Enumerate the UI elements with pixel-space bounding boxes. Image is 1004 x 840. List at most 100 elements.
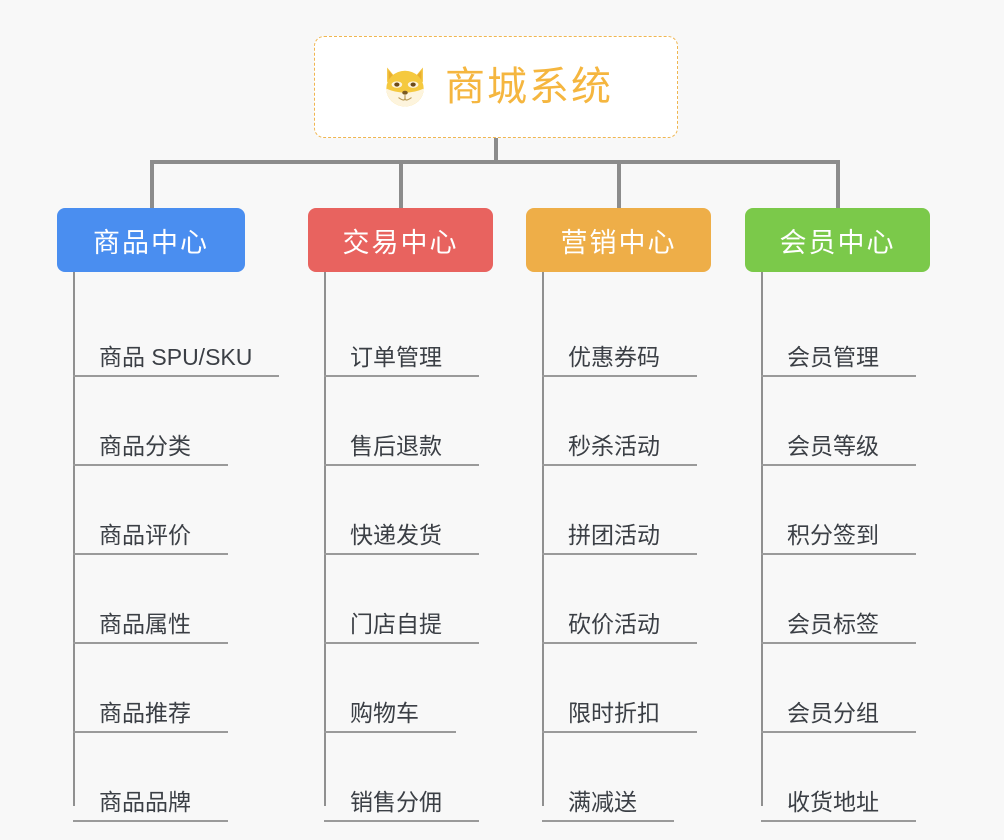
leaf-rule bbox=[73, 642, 228, 644]
category-title-2: 交易中心 bbox=[342, 227, 459, 258]
leaf-list-3: 优惠券码 秒杀活动 拼团活动 砍价活动 限时折扣 满减送 bbox=[526, 272, 726, 822]
leaf-label: 收货地址 bbox=[787, 789, 879, 815]
category-title-4: 会员中心 bbox=[779, 227, 896, 258]
leaf-item[interactable]: 秒杀活动 bbox=[526, 377, 726, 466]
leaf-label: 购物车 bbox=[350, 700, 419, 726]
category-title-1: 商品中心 bbox=[93, 227, 209, 258]
leaf-rule bbox=[542, 820, 674, 822]
leaf-rule bbox=[761, 820, 916, 822]
leaf-item[interactable]: 快递发货 bbox=[308, 466, 508, 555]
leaf-rule bbox=[324, 464, 479, 466]
leaf-rule bbox=[542, 553, 697, 555]
leaf-label: 优惠券码 bbox=[568, 344, 660, 370]
leaf-list-4: 会员管理 会员等级 积分签到 会员标签 会员分组 收货地址 bbox=[745, 272, 945, 822]
leaf-label: 满减送 bbox=[568, 789, 637, 815]
leaf-item[interactable]: 商品属性 bbox=[57, 555, 275, 644]
category-column-1: 商品中心 商品 SPU/SKU 商品分类 商品评价 商品属性 商品推荐 bbox=[57, 208, 279, 822]
leaf-rule bbox=[542, 642, 697, 644]
column-spine-2 bbox=[324, 272, 326, 806]
leaf-item[interactable]: 销售分佣 bbox=[308, 733, 508, 822]
leaf-label: 商品分类 bbox=[99, 433, 191, 459]
leaf-label: 商品属性 bbox=[99, 611, 191, 637]
leaf-label: 订单管理 bbox=[350, 344, 442, 370]
leaf-rule bbox=[324, 553, 479, 555]
leaf-label: 会员管理 bbox=[787, 344, 879, 370]
leaf-rule bbox=[73, 464, 228, 466]
column-spine-3 bbox=[542, 272, 544, 806]
leaf-rule bbox=[324, 642, 479, 644]
leaf-label: 商品评价 bbox=[99, 522, 191, 548]
connector-drop-1 bbox=[150, 160, 154, 208]
leaf-rule bbox=[73, 731, 228, 733]
category-column-2: 交易中心 订单管理 售后退款 快递发货 门店自提 购物车 bbox=[308, 208, 508, 822]
leaf-item[interactable]: 售后退款 bbox=[308, 377, 508, 466]
leaf-rule bbox=[761, 375, 916, 377]
category-header-3[interactable]: 营销中心 bbox=[526, 208, 711, 272]
leaf-rule bbox=[761, 464, 916, 466]
leaf-label: 拼团活动 bbox=[568, 522, 660, 548]
leaf-label: 砍价活动 bbox=[568, 611, 660, 637]
leaf-item[interactable]: 购物车 bbox=[308, 644, 508, 733]
leaf-item[interactable]: 商品推荐 bbox=[57, 644, 275, 733]
leaf-rule bbox=[324, 820, 479, 822]
leaf-item[interactable]: 会员标签 bbox=[745, 555, 945, 644]
leaf-list-2: 订单管理 售后退款 快递发货 门店自提 购物车 销售分佣 bbox=[308, 272, 508, 822]
connector-root-stem bbox=[494, 138, 498, 162]
leaf-item[interactable]: 商品品牌 bbox=[57, 733, 275, 822]
leaf-label: 售后退款 bbox=[350, 433, 442, 459]
category-title-3: 营销中心 bbox=[560, 227, 677, 258]
leaf-rule bbox=[73, 375, 279, 377]
leaf-rule bbox=[761, 642, 916, 644]
leaf-label: 门店自提 bbox=[350, 611, 442, 637]
shiba-dog-face-icon bbox=[386, 67, 424, 107]
leaf-rule bbox=[324, 731, 456, 733]
leaf-label: 限时折扣 bbox=[568, 700, 660, 726]
category-header-2[interactable]: 交易中心 bbox=[308, 208, 493, 272]
leaf-rule bbox=[542, 731, 697, 733]
leaf-rule bbox=[73, 553, 228, 555]
leaf-item[interactable]: 商品分类 bbox=[57, 377, 275, 466]
leaf-item[interactable]: 商品评价 bbox=[57, 466, 275, 555]
column-spine-1 bbox=[73, 272, 75, 806]
leaf-item[interactable]: 收货地址 bbox=[745, 733, 945, 822]
leaf-item[interactable]: 满减送 bbox=[526, 733, 726, 822]
connector-drop-2 bbox=[399, 160, 403, 208]
leaf-rule bbox=[73, 820, 228, 822]
leaf-label: 商品品牌 bbox=[99, 789, 191, 815]
leaf-label: 会员等级 bbox=[787, 433, 879, 459]
leaf-item[interactable]: 会员分组 bbox=[745, 644, 945, 733]
category-column-4: 会员中心 会员管理 会员等级 积分签到 会员标签 会员分组 bbox=[745, 208, 945, 822]
leaf-label: 秒杀活动 bbox=[568, 433, 660, 459]
leaf-item[interactable]: 砍价活动 bbox=[526, 555, 726, 644]
leaf-item[interactable]: 门店自提 bbox=[308, 555, 508, 644]
column-spine-4 bbox=[761, 272, 763, 806]
leaf-item[interactable]: 积分签到 bbox=[745, 466, 945, 555]
category-header-1[interactable]: 商品中心 bbox=[57, 208, 245, 272]
leaf-item[interactable]: 会员管理 bbox=[745, 288, 945, 377]
leaf-item[interactable]: 优惠券码 bbox=[526, 288, 726, 377]
leaf-rule bbox=[542, 464, 697, 466]
leaf-label: 会员标签 bbox=[787, 611, 879, 637]
leaf-label: 商品推荐 bbox=[99, 700, 191, 726]
leaf-item[interactable]: 订单管理 bbox=[308, 288, 508, 377]
leaf-item[interactable]: 限时折扣 bbox=[526, 644, 726, 733]
category-column-3: 营销中心 优惠券码 秒杀活动 拼团活动 砍价活动 限时折扣 bbox=[526, 208, 726, 822]
leaf-rule bbox=[761, 731, 916, 733]
leaf-list-1: 商品 SPU/SKU 商品分类 商品评价 商品属性 商品推荐 商品品牌 bbox=[57, 272, 279, 822]
leaf-label: 商品 SPU/SKU bbox=[99, 344, 253, 370]
root-title: 商城系统 bbox=[445, 65, 613, 109]
leaf-label: 会员分组 bbox=[787, 700, 879, 726]
leaf-rule bbox=[761, 553, 916, 555]
connector-drop-3 bbox=[617, 160, 621, 208]
root-node[interactable]: 商城系统 bbox=[314, 36, 678, 138]
leaf-label: 销售分佣 bbox=[350, 789, 442, 815]
leaf-item[interactable]: 会员等级 bbox=[745, 377, 945, 466]
leaf-item[interactable]: 拼团活动 bbox=[526, 466, 726, 555]
leaf-label: 快递发货 bbox=[350, 522, 442, 548]
leaf-item[interactable]: 商品 SPU/SKU bbox=[57, 288, 279, 377]
category-header-4[interactable]: 会员中心 bbox=[745, 208, 930, 272]
leaf-rule bbox=[324, 375, 479, 377]
leaf-rule bbox=[542, 375, 697, 377]
leaf-label: 积分签到 bbox=[787, 522, 879, 548]
